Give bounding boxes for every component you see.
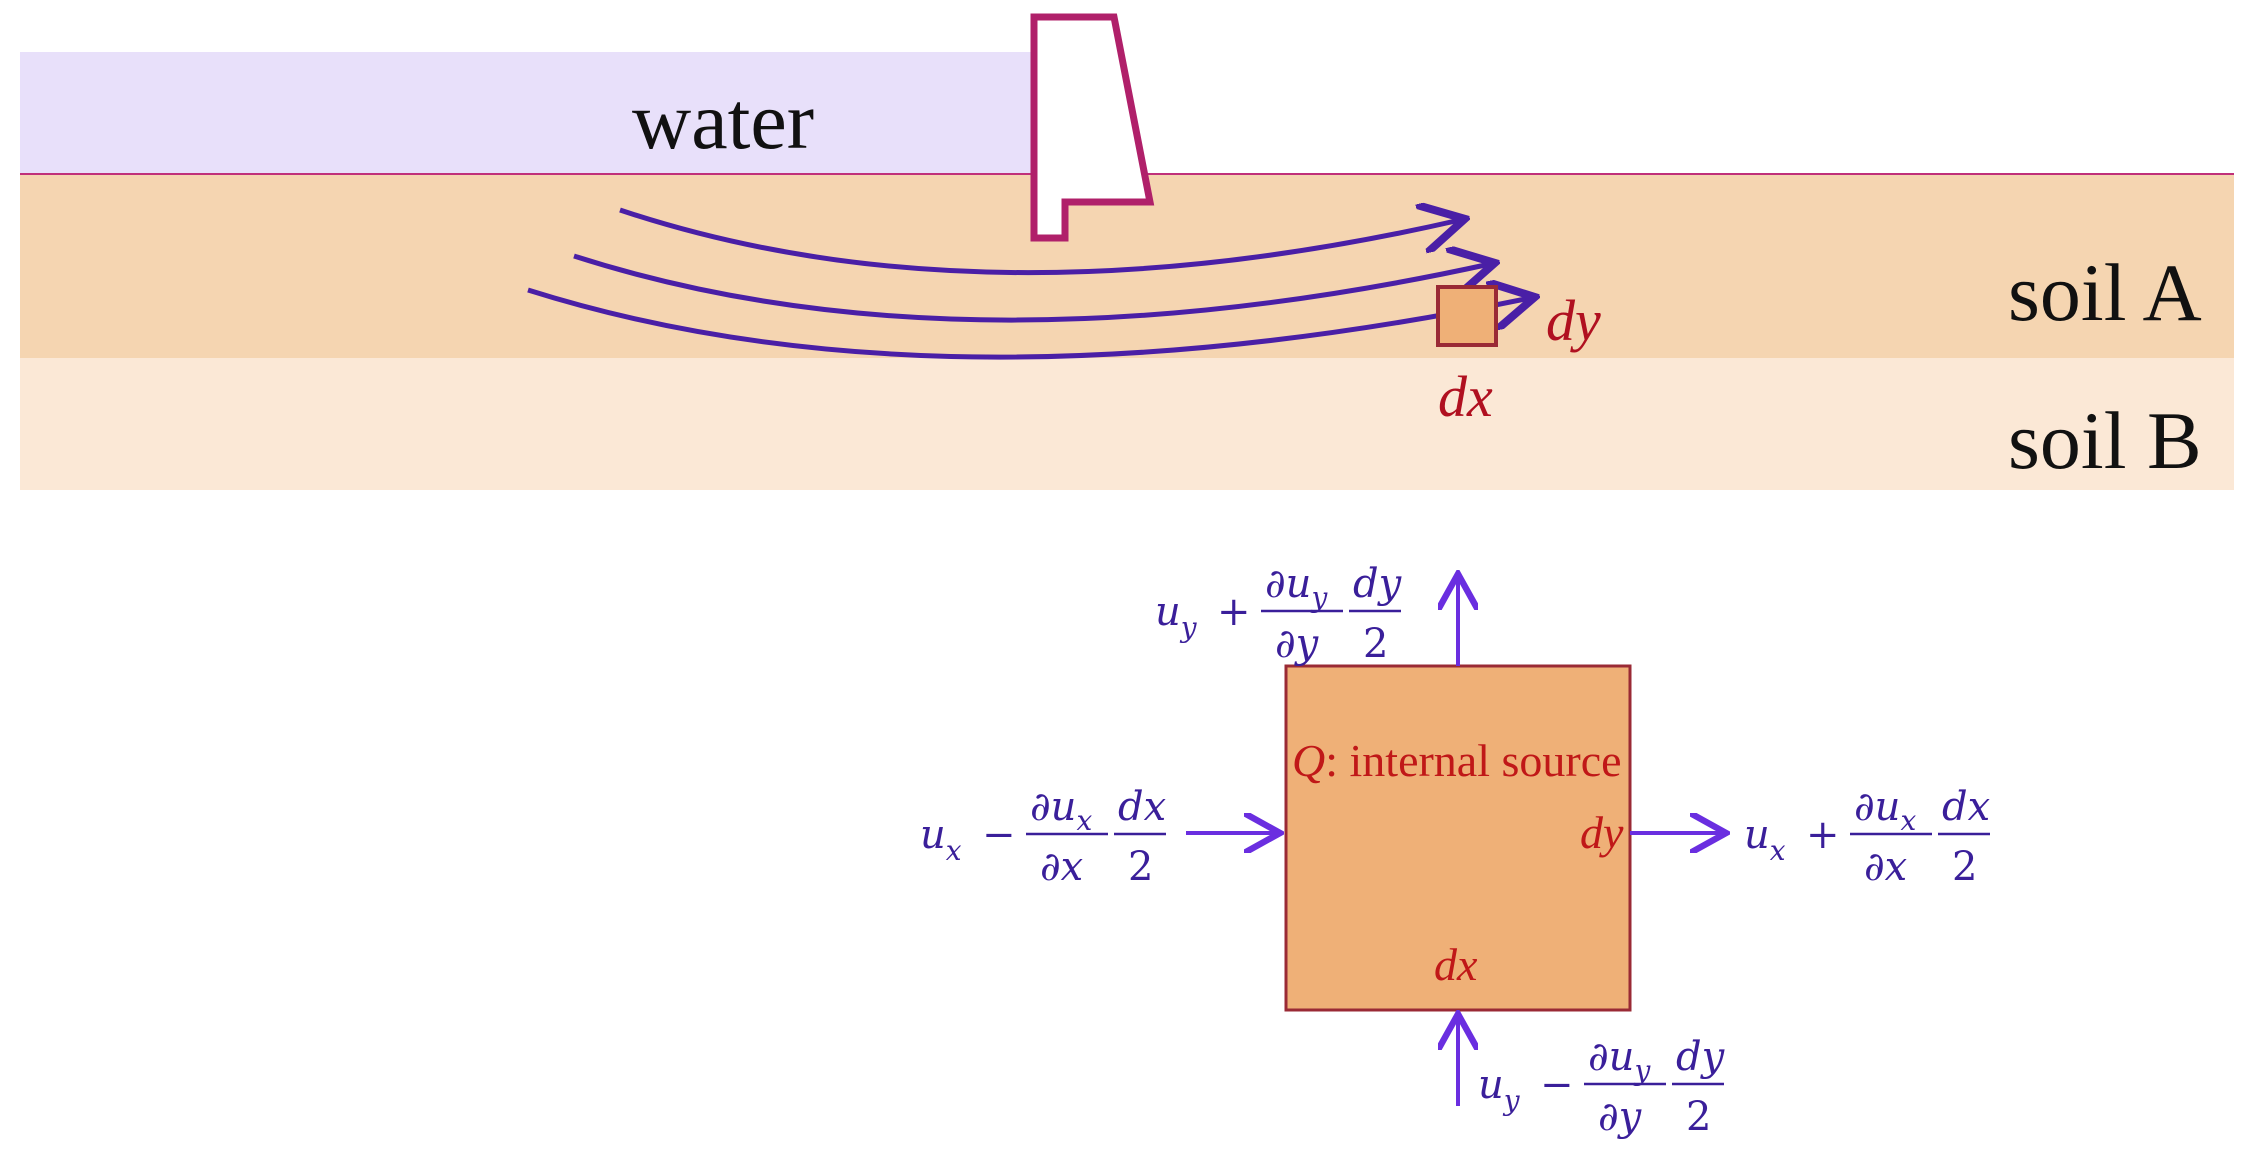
soil-b-layer (20, 358, 2234, 490)
flux-num-sub: y (1309, 581, 1328, 614)
flux-num: ∂u (1265, 561, 1311, 607)
flux-frac2-den: 2 (1128, 844, 1153, 890)
svg-text:∂ux: ∂ux (1030, 784, 1092, 837)
control-volume-dy-label: dy (1580, 807, 1624, 858)
flux-sign: − (1540, 1062, 1574, 1108)
control-volume-dx-label: dx (1434, 939, 1478, 990)
flux-u-sub: y (1502, 1084, 1521, 1117)
flux-term-top: uy + ∂uy ∂y dy 2 (1155, 561, 1403, 667)
source-text: : internal source (1325, 735, 1621, 786)
flux-den: ∂x (1040, 844, 1083, 890)
svg-text:∂ux: ∂ux (1854, 784, 1916, 837)
flux-u: u (920, 812, 946, 858)
flux-num: ∂u (1030, 784, 1076, 830)
svg-text:uy: uy (1155, 589, 1198, 644)
flow-line-3 (527, 290, 1530, 360)
flux-u-sub: x (946, 834, 962, 867)
svg-text:ux: ux (1744, 812, 1786, 867)
element-dx-label: dx (1438, 364, 1493, 429)
source-symbol: Q (1292, 735, 1325, 786)
flux-frac2-num: dx (1118, 784, 1166, 830)
dam-structure (1030, 13, 1155, 242)
flux-num-sub: x (1900, 804, 1916, 837)
flux-u: u (1155, 589, 1181, 635)
flux-sign: + (1217, 589, 1251, 635)
flux-u-sub: y (1179, 611, 1198, 644)
flux-u: u (1744, 812, 1770, 858)
flux-term-right: ux + ∂ux ∂x dx 2 (1744, 784, 1990, 890)
flux-term-left: ux − ∂ux ∂x dx 2 (920, 784, 1166, 890)
flux-term-bottom: uy − ∂uy ∂y dy 2 (1478, 1034, 1726, 1140)
flux-num-sub: x (1076, 804, 1092, 837)
svg-text:uy: uy (1478, 1062, 1521, 1117)
flux-frac2-den: 2 (1686, 1094, 1711, 1140)
flux-num: ∂u (1588, 1034, 1634, 1080)
flux-frac2-den: 2 (1952, 844, 1977, 890)
svg-text:∂uy: ∂uy (1265, 561, 1328, 614)
water-layer (20, 52, 1040, 174)
flow-line-2 (573, 256, 1490, 323)
svg-text:ux: ux (920, 812, 962, 867)
soil-element-small (1436, 285, 1498, 347)
flux-u-sub: x (1770, 834, 1786, 867)
soil-a-label: soil A (2008, 247, 2202, 338)
flux-num-sub: y (1632, 1054, 1651, 1087)
element-dy-label: dy (1546, 288, 1601, 353)
flux-sign: − (982, 812, 1016, 858)
svg-text:∂uy: ∂uy (1588, 1034, 1651, 1087)
flux-num: ∂u (1854, 784, 1900, 830)
internal-source-label: Q: internal source (1292, 735, 1622, 786)
flux-den: ∂x (1864, 844, 1907, 890)
soil-b-label: soil B (2008, 395, 2202, 486)
flux-frac2-den: 2 (1363, 621, 1388, 667)
water-label: water (632, 75, 814, 166)
flux-den: ∂y (1598, 1094, 1643, 1140)
flux-den: ∂y (1275, 621, 1320, 667)
flux-frac2-num: dy (1353, 561, 1403, 607)
flux-sign: + (1806, 812, 1840, 858)
flux-frac2-num: dx (1942, 784, 1990, 830)
flux-u: u (1478, 1062, 1504, 1108)
flow-line-1 (619, 210, 1460, 276)
flux-frac2-num: dy (1676, 1034, 1726, 1080)
